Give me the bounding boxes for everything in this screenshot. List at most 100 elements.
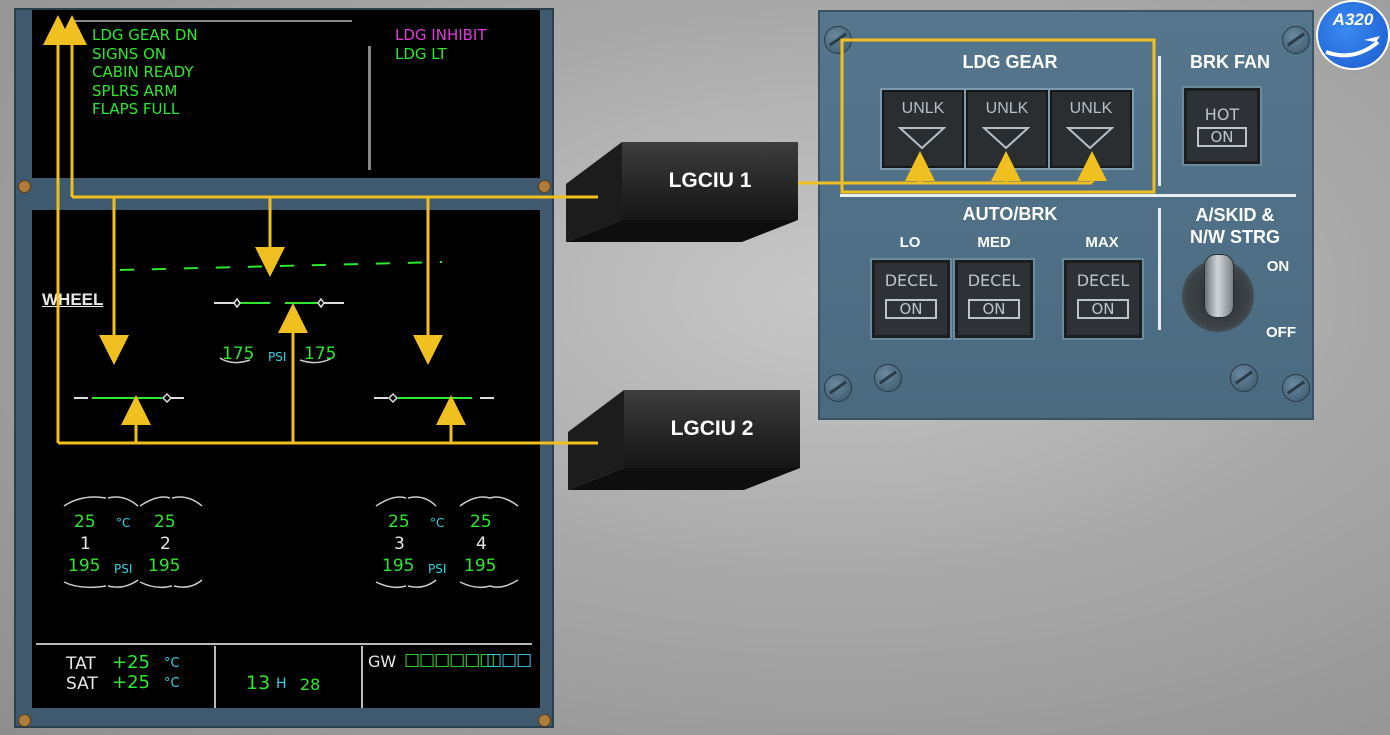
nose-gear-diamond [233, 297, 241, 309]
autobrk-lo-label: LO [899, 234, 921, 251]
ecam-wheel-display: LDG LDG GEAR DN SIGNS ON CABIN READY SPL… [14, 8, 554, 728]
autobrk-max-button[interactable]: DECEL ON [1064, 260, 1142, 338]
gw-value: □□□□□□ [404, 650, 495, 670]
wheel-2-temp: 25 [154, 512, 176, 532]
autobrk-max-label: MAX [1085, 234, 1119, 251]
nose-gear-diamond [317, 297, 325, 309]
askid-title: A/SKID & N/W STRG [1160, 204, 1310, 248]
brk-fan-button[interactable]: HOT ON [1184, 88, 1260, 164]
ldg-gear-indicator-2: UNLK [966, 90, 1048, 168]
askid-title-line: A/SKID & [1195, 205, 1275, 225]
time-minutes: 28 [300, 675, 321, 694]
screw [538, 180, 551, 193]
wheel-3-temp: 25 [388, 512, 410, 532]
wheel-3-number: 3 [394, 534, 405, 554]
temp-unit: °C [430, 516, 445, 530]
wheel-1-psi: 195 [68, 556, 101, 576]
toggle-lever[interactable] [1204, 254, 1234, 318]
askid-on-label: ON [1266, 258, 1290, 275]
screw [18, 714, 31, 727]
sat-label: SAT [66, 674, 98, 694]
unlk-label: UNLK [901, 100, 945, 117]
a320-logo-text: A320 [1332, 10, 1374, 29]
memo-line: SIGNS ON [92, 44, 167, 63]
autobrk-med-button[interactable]: DECEL ON [955, 260, 1033, 338]
brk-fan-on: ON [1197, 127, 1247, 147]
decel-label: DECEL [1076, 271, 1130, 290]
lgciu-2-box: LGCIU 2 [568, 390, 800, 490]
wheel-1-number: 1 [80, 534, 91, 554]
ldg-gear-indicator-3: UNLK [1050, 90, 1132, 168]
door-dash-line [119, 261, 443, 271]
memo-line: LDG INHIBIT [395, 26, 487, 44]
wheel-2-psi: 195 [148, 556, 181, 576]
nose-psi-left: 175 [222, 344, 255, 364]
lgciu-1-label: LGCIU 1 [668, 169, 752, 192]
tat-label: TAT [66, 654, 96, 674]
memo-right-list: LDG INHIBIT LDG LT [395, 26, 487, 63]
panel-screw [1282, 374, 1310, 402]
nose-psi-unit: PSI [268, 350, 287, 364]
brk-fan-hot: HOT [1204, 105, 1240, 124]
wheel-2-number: 2 [160, 534, 171, 554]
nose-brace [299, 357, 333, 364]
overhead-gear-panel: LDG GEAR UNLK UNLK UNLK BRK FAN HOT ON A… [818, 10, 1314, 420]
nose-psi-right: 175 [304, 344, 337, 364]
gw-label: GW [368, 652, 397, 671]
ecam-wheel-screen: WHEEL [32, 210, 540, 708]
brk-fan-title: BRK FAN [1190, 52, 1270, 72]
memo-line: SPLRS ARM [92, 81, 178, 100]
unlk-label: UNLK [1069, 100, 1113, 117]
wheel-3-psi: 195 [382, 556, 415, 576]
memo-line: LDG GEAR DN [92, 26, 198, 44]
lgciu-2-shape [568, 390, 800, 490]
askid-toggle-switch[interactable] [1182, 254, 1254, 332]
lgciu-2-label: LGCIU 2 [670, 417, 754, 440]
panel-screw [824, 374, 852, 402]
nose-brace [219, 357, 251, 364]
a320-logo: A320 [1316, 0, 1390, 70]
sat-unit: °C [164, 676, 180, 691]
ldg-gear-indicator-1: UNLK [882, 90, 964, 168]
screw [538, 714, 551, 727]
autobrk-title: AUTO/BRK [962, 204, 1058, 224]
airplane-icon [1325, 36, 1380, 58]
psi-unit: PSI [114, 562, 133, 576]
tat-value: +25 [112, 652, 150, 673]
gear-schematic [36, 261, 532, 708]
memo-line: FLAPS FULL [92, 100, 180, 118]
autobrk-lo-button[interactable]: DECEL ON [872, 260, 950, 338]
down-triangle-icon [1066, 127, 1114, 150]
time-h-label: H [276, 676, 287, 692]
left-gear-diamond [161, 392, 173, 404]
memo-vertical-divider [368, 46, 371, 170]
wheel-brackets [63, 496, 519, 589]
temp-unit: °C [116, 516, 131, 530]
ecam-memo-screen: LDG LDG GEAR DN SIGNS ON CABIN READY SPL… [32, 10, 540, 178]
memo-line: CABIN READY [92, 63, 194, 81]
memo-left-list: LDG GEAR DN SIGNS ON CABIN READY SPLRS A… [92, 26, 198, 119]
lgciu-1-box: LGCIU 1 [566, 142, 798, 242]
screw [18, 180, 31, 193]
ldg-gear-title: LDG GEAR [962, 52, 1058, 72]
autobrk-med-label: MED [977, 234, 1011, 251]
tat-unit: °C [164, 656, 180, 671]
down-triangle-icon [898, 127, 946, 150]
panel-screw [824, 26, 852, 54]
lgciu-1-shape [566, 142, 798, 242]
memo-line: LDG LT [395, 44, 447, 63]
askid-title-line: N/W STRG [1190, 227, 1280, 247]
wheel-4-psi: 195 [464, 556, 497, 576]
wheel-4-temp: 25 [470, 512, 492, 532]
decel-on-label: ON [1077, 299, 1129, 319]
memo-divider [72, 20, 352, 22]
panel-screw [874, 364, 902, 392]
panel-divider [840, 194, 1296, 197]
psi-unit: PSI [428, 562, 447, 576]
decel-label: DECEL [884, 271, 938, 290]
memo-ldg: LDG [50, 26, 82, 44]
wheel-1-temp: 25 [74, 512, 96, 532]
right-gear-diamond [387, 392, 399, 404]
unlk-label: UNLK [985, 100, 1029, 117]
sat-value: +25 [112, 672, 150, 693]
